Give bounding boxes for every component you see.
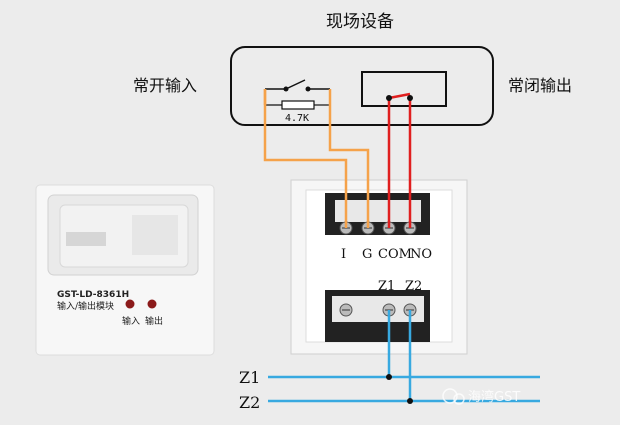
bus-label-z2: Z2 (239, 393, 260, 412)
output-led-label: 输出 (145, 315, 163, 327)
terminal-label-i: I (341, 247, 346, 262)
terminal-label-no: NO (410, 247, 432, 262)
module-model-label: GST-LD-8361H (57, 290, 129, 300)
input-led-icon (125, 299, 135, 309)
field-device-title: 现场设备 (326, 12, 394, 32)
terminal-label-z2: Z2 (405, 279, 422, 294)
terminal-label-com: COM (378, 247, 412, 262)
watermark-logo-icon (442, 388, 465, 405)
field-device-box (230, 46, 494, 126)
input-led-label: 输入 (122, 315, 140, 327)
bus-wires (268, 310, 540, 403)
output-wires (387, 92, 412, 228)
terminal-label-g: G (362, 247, 372, 262)
watermark-text: 海湾GST (468, 389, 520, 405)
normally-closed-output-label: 常闭输出 (508, 76, 573, 95)
terminal-label-z1: Z1 (378, 279, 395, 294)
terminal-screw-blank-icon (339, 303, 353, 317)
resistor-icon (265, 100, 330, 110)
nc-contact-right-dot (407, 95, 413, 101)
bus-label-z1: Z1 (239, 368, 260, 387)
resistor-label: 4.7K (285, 113, 309, 124)
input-wires (263, 89, 370, 228)
output-led-icon (147, 299, 157, 309)
io-module-image: GST-LD-8361H 输入/输出模块 输入 输出 (35, 184, 215, 356)
z1-junction-dot (386, 374, 392, 380)
nc-contact-left-dot (386, 95, 392, 101)
z2-junction-dot (407, 398, 413, 404)
normally-open-input-label: 常开输入 (133, 76, 198, 95)
terminal-base (290, 179, 468, 355)
nc-output-box (361, 71, 447, 107)
module-name-label: 输入/输出模块 (57, 300, 114, 312)
no-switch-icon (265, 79, 330, 92)
